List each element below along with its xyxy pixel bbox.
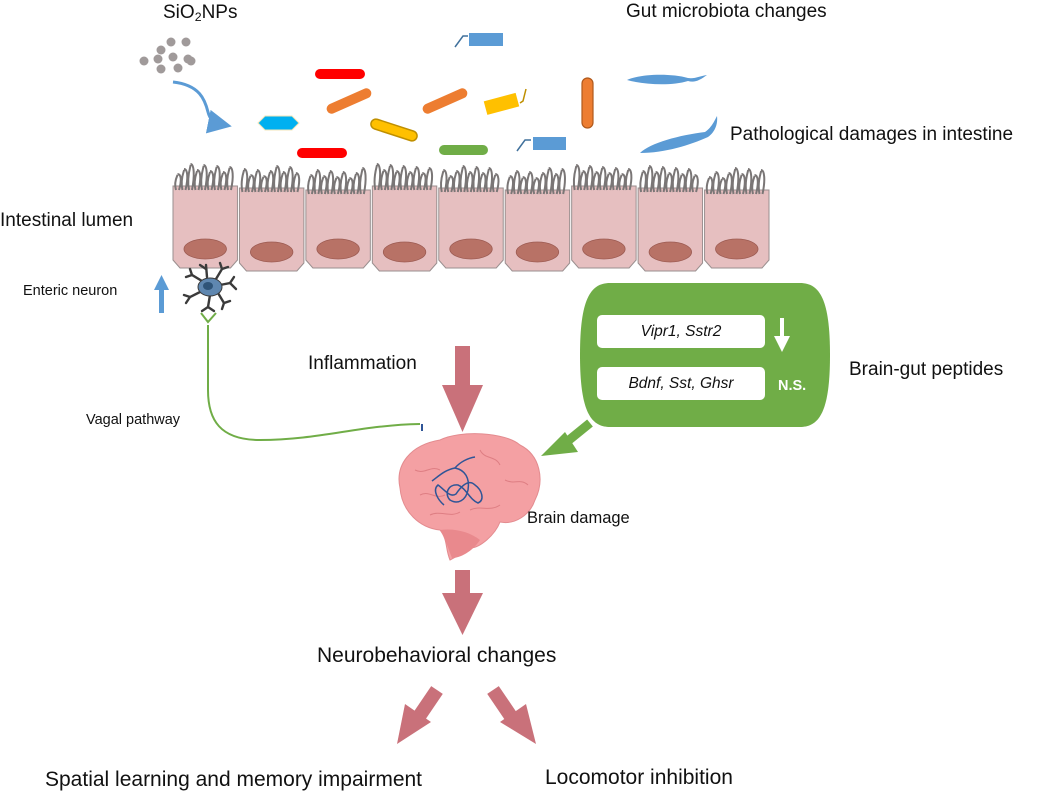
cell-nucleus (250, 241, 294, 263)
vagal-pathway-line (207, 325, 421, 442)
enteric-neuron-icon (182, 261, 238, 313)
inflammation-label: Inflammation (308, 353, 417, 374)
enteric-neuron-label: Enteric neuron (23, 283, 118, 299)
nanoparticle-cluster-icon (139, 37, 196, 74)
inflammation-arrow (442, 346, 483, 432)
brain-damage-label: Brain damage (527, 509, 630, 527)
cell-nucleus (648, 241, 692, 263)
cell-nucleus (316, 238, 360, 260)
to-locomotor-arrow (487, 686, 536, 744)
cell-nucleus (449, 238, 493, 260)
nanoparticle-entry-arrow (172, 80, 232, 134)
vagal-pathway-label: Vagal pathway (86, 412, 181, 428)
cell-nucleus (183, 238, 227, 260)
brain-to-behavior-arrow (442, 570, 483, 635)
bacteria-icons (257, 33, 718, 158)
ns-label: N.S. (778, 378, 807, 394)
pathological-damage-label: Pathological damages in intestine (730, 124, 1014, 145)
up-arrow-icon (154, 275, 169, 313)
peptide-to-brain-arrow (541, 419, 593, 456)
to-spatial-learning-arrow (397, 686, 443, 744)
vagal-fork (200, 312, 217, 324)
cell-nucleus (515, 241, 560, 263)
gut-microbiota-label: Gut microbiota changes (626, 1, 827, 22)
sio2nps-label: SiO2NPs (163, 2, 238, 25)
down-arrow-icon (774, 318, 790, 352)
bacterium-hexagon (257, 115, 300, 131)
locomotor-inhibition-label: Locomotor inhibition (545, 766, 733, 789)
spatial-learning-label: Spatial learning and memory impairment (45, 768, 423, 791)
ns-peptides-box: Bdnf, Sst, Ghsr (597, 367, 765, 400)
cell-nucleus (582, 238, 626, 260)
brain-gut-peptides-panel (580, 283, 830, 427)
intestinal-epithelium-illustration (172, 163, 770, 272)
downregulated-peptides-text: Vipr1, Sstr2 (640, 322, 722, 340)
cell-nucleus (382, 241, 427, 263)
intestinal-lumen-label: Intestinal lumen (0, 210, 134, 231)
brain-gut-peptides-label: Brain-gut peptides (849, 359, 1004, 380)
neurobehavioral-changes-label: Neurobehavioral changes (317, 644, 557, 667)
brain-icon (398, 433, 541, 561)
ns-peptides-text: Bdnf, Sst, Ghsr (628, 374, 734, 392)
downregulated-peptides-box: Vipr1, Sstr2 (597, 315, 765, 348)
cell-nucleus (715, 238, 759, 260)
